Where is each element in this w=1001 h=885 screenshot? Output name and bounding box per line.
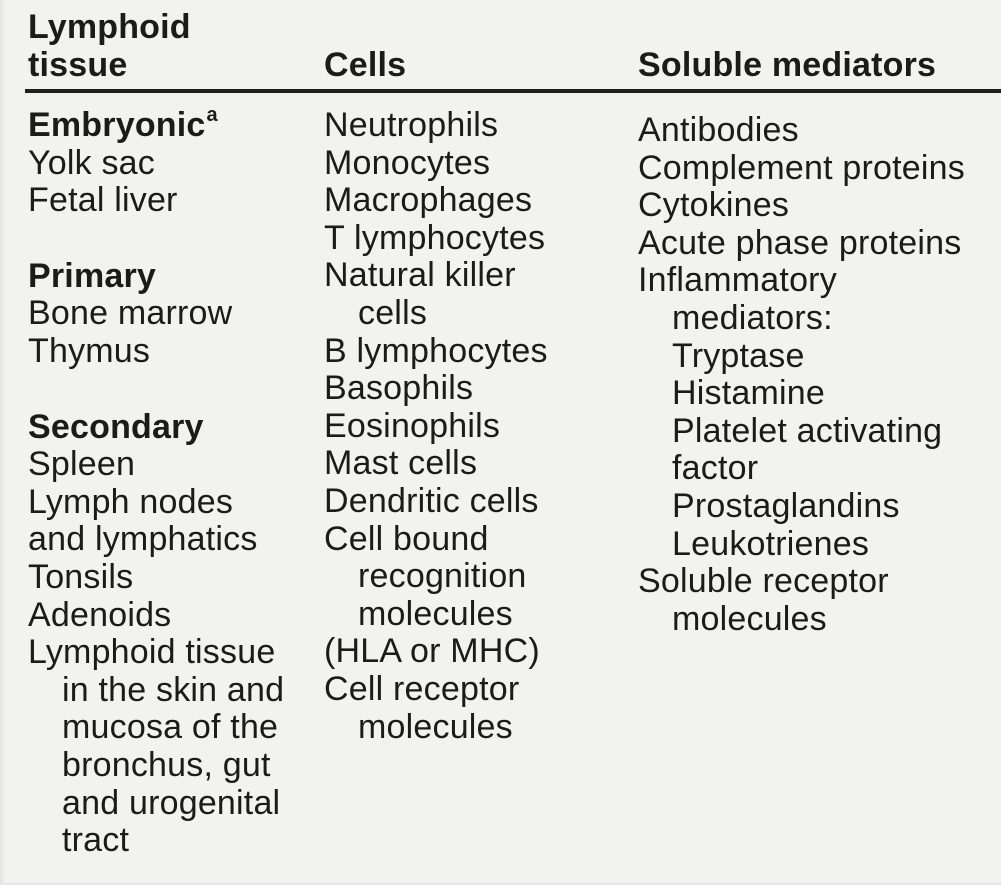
- table-line: Histamine: [672, 374, 825, 413]
- table-line: Acute phase proteins: [638, 223, 962, 262]
- table-line: Eosinophils: [324, 406, 501, 445]
- page-edge-left: [0, 0, 5, 885]
- table-line: tract: [62, 821, 130, 860]
- table-line: molecules: [358, 707, 513, 746]
- table-line: mucosa of the: [62, 708, 279, 747]
- table-line: Yolk sac: [28, 143, 155, 182]
- table-line: Antibodies: [638, 111, 799, 149]
- table-line: recognition: [358, 557, 527, 596]
- section-gap: [28, 371, 324, 409]
- table-line: Tonsils: [28, 557, 134, 596]
- table-line: Neutrophils: [324, 106, 499, 144]
- table-line: cells: [358, 293, 428, 332]
- column-header-soluble-mediators: Soluble mediators: [638, 46, 937, 84]
- table-line: Thymus: [28, 331, 151, 370]
- table-line: T lymphocytes: [324, 218, 546, 257]
- table-line: Cell bound: [324, 519, 489, 558]
- table-line: Fetal liver: [28, 181, 178, 220]
- table-line: Prostaglandins: [672, 486, 900, 525]
- table-line: Embryonica: [28, 103, 218, 144]
- table-line: Tryptase: [672, 336, 805, 375]
- table-line: in the skin and: [62, 670, 285, 709]
- table-line: Adenoids: [28, 595, 172, 634]
- table-line: B lymphocytes: [324, 331, 548, 370]
- header-rule: [25, 89, 1001, 93]
- table-line: Macrophages: [324, 181, 533, 220]
- section-gap: [28, 220, 324, 258]
- page-edge-bottom: [0, 883, 1001, 885]
- table-line: bronchus, gut: [62, 745, 271, 784]
- table-line: Secondary: [28, 407, 204, 446]
- table-line: Inflammatory: [638, 261, 837, 300]
- table-line: Monocytes: [324, 143, 491, 182]
- table-line: molecules: [672, 599, 827, 638]
- table-line: Soluble receptor: [638, 562, 889, 601]
- table-line: Dendritic cells: [324, 481, 539, 520]
- table-line: and urogenital: [62, 783, 281, 822]
- table-line: Lymphoid tissue: [28, 633, 276, 672]
- table-line: (HLA or MHC): [324, 632, 540, 671]
- table-line: Cytokines: [638, 186, 790, 225]
- column-header-cells: Cells: [324, 46, 407, 84]
- table-line: Cell receptor: [324, 669, 520, 708]
- table-line: Primary: [28, 256, 157, 295]
- table-line: Platelet activating: [672, 411, 943, 450]
- table-line: Mast cells: [324, 444, 478, 483]
- table-line: factor: [672, 449, 759, 488]
- footnote-marker: a: [206, 103, 218, 126]
- table-line: Natural killer: [324, 256, 516, 295]
- table-line: Bone marrow: [28, 294, 233, 333]
- table-line: Complement proteins: [638, 148, 965, 187]
- table-line: molecules: [358, 594, 513, 633]
- column-header-lymphoid-tissue: Lymphoid tissue: [28, 8, 191, 84]
- table-line: and lymphatics: [28, 520, 258, 559]
- table-line: Spleen: [28, 445, 136, 484]
- table-line: Basophils: [324, 369, 474, 408]
- table-line: mediators:: [672, 298, 833, 337]
- table-line: Lymph nodes: [28, 482, 234, 521]
- table-line: Leukotrienes: [672, 524, 870, 563]
